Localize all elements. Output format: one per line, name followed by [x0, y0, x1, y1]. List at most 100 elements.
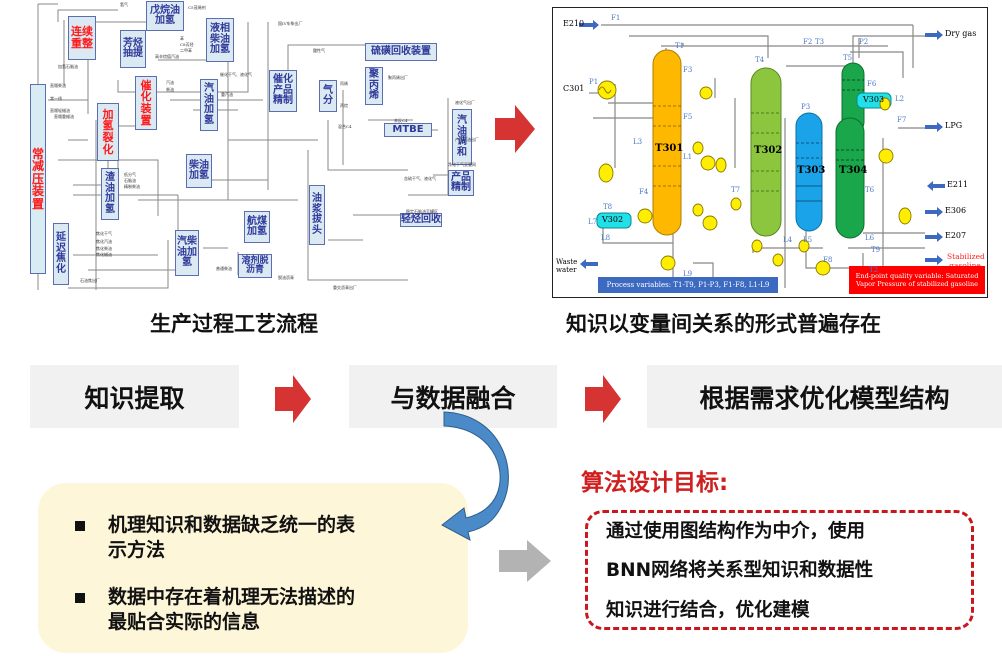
column-T301	[652, 49, 682, 236]
stream-label: 二甲苯	[180, 48, 192, 53]
stream-E210: E210	[563, 19, 585, 28]
stream-E207: E207	[945, 231, 967, 240]
variable-tag-T2: T2	[869, 266, 879, 274]
label-T304: T304	[839, 165, 868, 176]
arrow-icon	[580, 259, 598, 269]
unit-product-refining: 产品 精制	[448, 170, 474, 196]
goal-title: 算法设计目标:	[581, 470, 729, 496]
stage-optimize-model-structure: 根据需求优化模型结构	[647, 365, 1002, 428]
goal-line-3: 知识进行结合，优化建模	[606, 600, 810, 621]
stream-E211: E211	[947, 180, 969, 189]
stream-label: 催化干气、液化气	[220, 72, 252, 77]
stream-label: 汽油	[166, 80, 174, 85]
unit-jet-fuel-hydro: 航煤 加氢	[244, 211, 270, 243]
pump-icon	[699, 86, 713, 100]
stream-lpg: LPG	[945, 121, 963, 130]
problem-2-line-2: 最贴合实际的信息	[108, 611, 261, 633]
stream-label: 石油焦出厂	[80, 278, 100, 283]
drum-icon	[772, 253, 784, 267]
stream-label: 焦化蜡油	[96, 252, 112, 257]
stream-label: 液化气出厂	[455, 100, 475, 105]
variable-tag-L4: L4	[783, 236, 793, 244]
label-T302: T302	[754, 145, 783, 156]
stream-label: 丙烯	[340, 81, 348, 86]
stage-arrow-icon	[585, 375, 621, 423]
label-V302: V302	[602, 215, 624, 224]
stream-label: 含硫干气、液化气	[404, 176, 436, 181]
variable-tag-F6: F6	[867, 80, 877, 88]
variable-tag-F1: F1	[611, 14, 621, 22]
variable-tag-L5: L5	[803, 236, 813, 244]
pump-icon	[660, 255, 676, 271]
stream-label: 重交沥青出厂	[333, 285, 357, 290]
process-variables-note: Process variables: T1-T9, P1-P3, F1-F8, …	[598, 277, 778, 293]
stream-label: 丙烷	[340, 103, 348, 108]
stream-label: 重汽油	[221, 92, 233, 97]
column-T303	[795, 112, 823, 232]
distillation-process-diagram: E210 C301 Dry gas LPG E211 E306 E207 Sta…	[552, 7, 988, 298]
caption-knowledge-relations: 知识以变量间关系的形式普遍存在	[566, 312, 881, 336]
stream-dry-gas: Dry gas	[945, 29, 977, 38]
label-V303: V303	[863, 95, 885, 104]
variable-tag-L8: L8	[601, 234, 611, 242]
drum-icon	[715, 157, 727, 173]
stream-label: 焦化干气	[96, 231, 112, 236]
pump-icon	[700, 155, 716, 171]
unit-gasoline-hydro: 汽 油 加 氢	[200, 79, 218, 131]
unit-continuous-reforming: 连续 重整	[68, 16, 96, 60]
stream-label: 酸性气	[313, 48, 325, 53]
stream-C301: C301	[563, 84, 585, 93]
variable-tag-F7: F7	[897, 116, 907, 124]
stream-label: 产品汽油出厂	[455, 137, 479, 142]
stream-label: 低分气	[124, 172, 136, 177]
variable-tag-T5: T5	[843, 54, 853, 62]
problem-item-2: 数据中存在着机理无法描述的 最贴合实际的信息	[75, 585, 468, 635]
variable-tag-F3: F3	[683, 66, 693, 74]
pump-icon	[702, 215, 718, 231]
stage-knowledge-extraction: 知识提取	[30, 365, 239, 428]
variable-tag-T6: T6	[865, 186, 875, 194]
problem-item-1: 机理知识和数据缺乏统一的表 示方法	[75, 513, 468, 563]
variable-tag-F5: F5	[683, 113, 693, 121]
drum-icon	[598, 163, 614, 183]
stream-label: 净化干气至管网	[448, 162, 476, 167]
arrow-icon	[927, 181, 945, 191]
unit-pentane-hydrotreating: 戊烷油 加氢	[146, 1, 184, 31]
arrow-icon	[925, 232, 943, 242]
unit-sulfur-recovery: 硫磺回收装置	[365, 43, 437, 61]
stream-label: 直馏柴油	[50, 83, 66, 88]
refinery-process-flow-diagram: 连续 重整 戊烷油 加氢 芳烃 抽提 液相 柴油 加氢 常 减 压 装 置 加 …	[28, 0, 482, 298]
variable-tag-P1: P1	[589, 78, 599, 86]
problems-panel	[38, 483, 468, 653]
stream-label: 国IV车柴出厂	[278, 21, 303, 26]
pump-icon	[637, 208, 653, 224]
unit-atm-vacuum-distillation: 常 减 压 装 置	[30, 84, 46, 274]
stage-arrow-icon	[275, 375, 311, 423]
stream-label: 氢气	[120, 2, 128, 7]
endpoint-quality-note: End-point quality variable: Saturated Va…	[849, 266, 985, 294]
unit-diesel-hydro: 柴油 加氢	[186, 154, 212, 188]
vessel-V302	[596, 212, 632, 229]
stream-label: C5茂烯剂	[188, 5, 206, 10]
column-T302	[750, 67, 782, 237]
stream-label: 脱油沥青	[278, 275, 294, 280]
unit-polypropylene: 聚 丙 烯	[365, 67, 383, 105]
label-T303: T303	[797, 165, 826, 176]
variable-tag-F2: F2	[803, 38, 813, 46]
arrow-icon	[925, 122, 943, 132]
variable-tag-L7: L7	[588, 218, 598, 226]
unit-hydrocracking: 加 氢 裂 化	[97, 103, 119, 161]
arrow-icon	[925, 30, 943, 40]
variable-tag-L1: L1	[683, 153, 693, 161]
unit-solvent-deasphalting: 溶剂脱 沥青	[238, 254, 272, 278]
variable-tag-T3: T3	[815, 38, 825, 46]
stream-label: 混合C4	[338, 124, 352, 129]
variable-tag-L3: L3	[633, 138, 643, 146]
variable-tag-T4: T4	[755, 56, 765, 64]
stream-label: 直馏轻蜡油	[50, 108, 70, 113]
drum-icon	[798, 239, 810, 253]
unit-gasoline-diesel-hydro: 汽柴 油加 氢	[175, 230, 199, 276]
heat-exchanger-icon	[597, 80, 617, 100]
column-T304	[835, 117, 865, 239]
goal-box	[585, 510, 974, 630]
